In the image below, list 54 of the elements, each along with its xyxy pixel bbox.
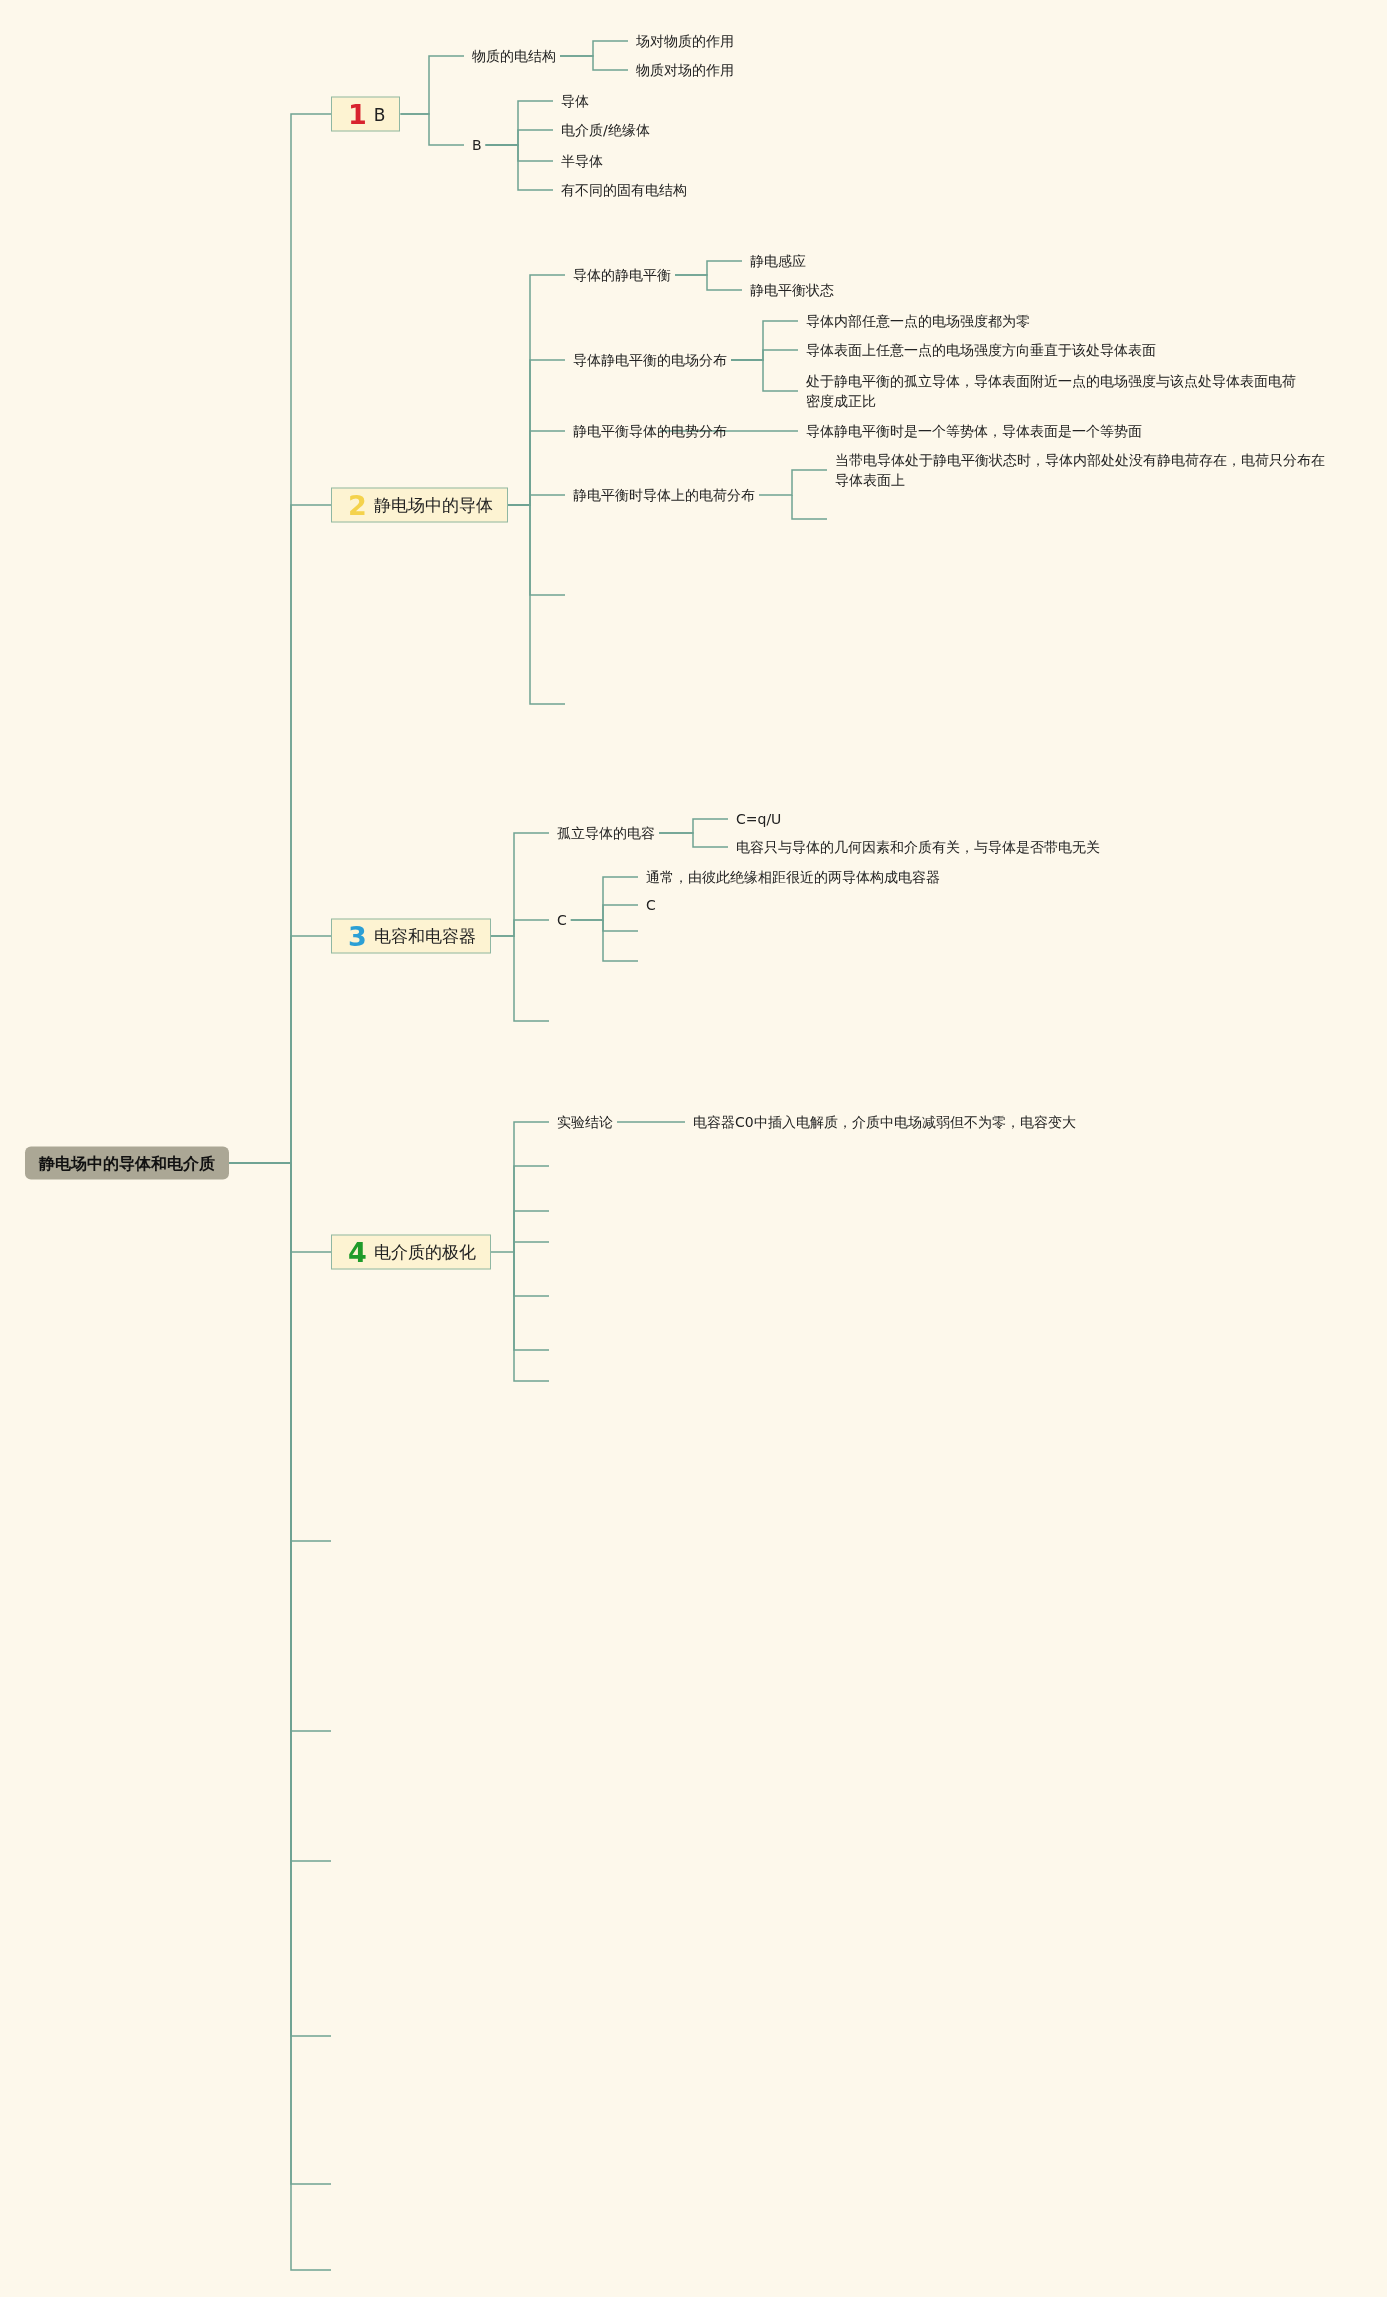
topic-box (331, 487, 508, 523)
subtopic-label: B (464, 133, 486, 157)
subtopic-label: 电介质/绝缘体 (553, 118, 654, 142)
subtopic-label: 处于静电平衡的孤立导体，导体表面附近一点的电场强度与该点处导体表面电荷密度成正比 (798, 369, 1303, 413)
topic-label: 静电场中的导体 (373, 493, 493, 517)
topic-number: 2 (348, 491, 367, 519)
topic-label: B (373, 104, 386, 124)
subtopic-label: 电容只与导体的几何因素和介质有关，与导体是否带电无关 (728, 835, 1104, 859)
subtopic-label: 半导体 (553, 149, 607, 173)
subtopic-label: 导体静电平衡的电场分布 (565, 348, 731, 372)
connector-line (559, 55, 629, 71)
topic-number: 1 (348, 100, 367, 128)
subtopic-label: 物质的电结构 (464, 44, 560, 68)
connector-line (758, 469, 828, 496)
topic-number: 3 (348, 922, 367, 950)
subtopic-label: 孤立导体的电容 (549, 821, 659, 845)
subtopic-label: C (549, 908, 571, 932)
subtopic-label: 导体表面上任意一点的电场强度方向垂直于该处导体表面 (798, 338, 1160, 362)
subtopic-label: 当带电导体处于静电平衡状态时，导体内部处处没有静电荷存在，电荷只分布在导体表面上 (827, 448, 1332, 492)
subtopic-label: 导体 (553, 89, 593, 113)
topic-number: 4 (348, 1238, 367, 1266)
topic-box (331, 96, 401, 132)
topic-box (331, 1234, 491, 1270)
subtopic-label: 物质对场的作用 (628, 58, 738, 82)
subtopic-label: 静电平衡状态 (742, 278, 838, 302)
subtopic-label: 有不同的固有电结构 (553, 178, 691, 202)
subtopic-label: C=q/U (728, 807, 786, 831)
subtopic-label: 静电平衡时导体上的电荷分布 (565, 483, 759, 507)
subtopic-label: 静电平衡导体的电势分布 (565, 419, 731, 443)
subtopic-label: 电容器C0中插入电解质，介质中电场减弱但不为零，电容变大 (685, 1110, 1080, 1134)
central-topic: 静电场中的导体和电介质 (25, 1146, 229, 1180)
subtopic-label: 导体内部任意一点的电场强度都为零 (798, 309, 1034, 333)
connector-line (616, 1121, 686, 1123)
subtopic-label: 场对物质的作用 (628, 29, 738, 53)
topic-label: 电介质的极化 (373, 1240, 476, 1264)
subtopic-label: 静电感应 (742, 249, 810, 273)
connector-line (228, 1162, 332, 1253)
connector-line (507, 494, 566, 506)
topic-box (331, 918, 491, 954)
topic-label: 电容和电容器 (373, 924, 476, 948)
connector-line (399, 113, 465, 146)
connector-line (484, 144, 554, 191)
subtopic-label: 导体的静电平衡 (565, 263, 675, 287)
connector-line (658, 832, 729, 848)
connector-line (490, 1121, 550, 1253)
subtopic-label: 实验结论 (549, 1110, 617, 1134)
connector-line (659, 430, 799, 432)
connector-line (674, 274, 743, 291)
connector-line (730, 359, 799, 392)
connector-line (570, 904, 639, 921)
subtopic-label: C (638, 893, 660, 917)
connector-line (490, 919, 550, 937)
subtopic-label: 通常，由彼此绝缘相距很近的两导体构成电容器 (638, 865, 944, 889)
subtopic-label: 导体静电平衡时是一个等势体，导体表面是一个等势面 (798, 419, 1146, 443)
